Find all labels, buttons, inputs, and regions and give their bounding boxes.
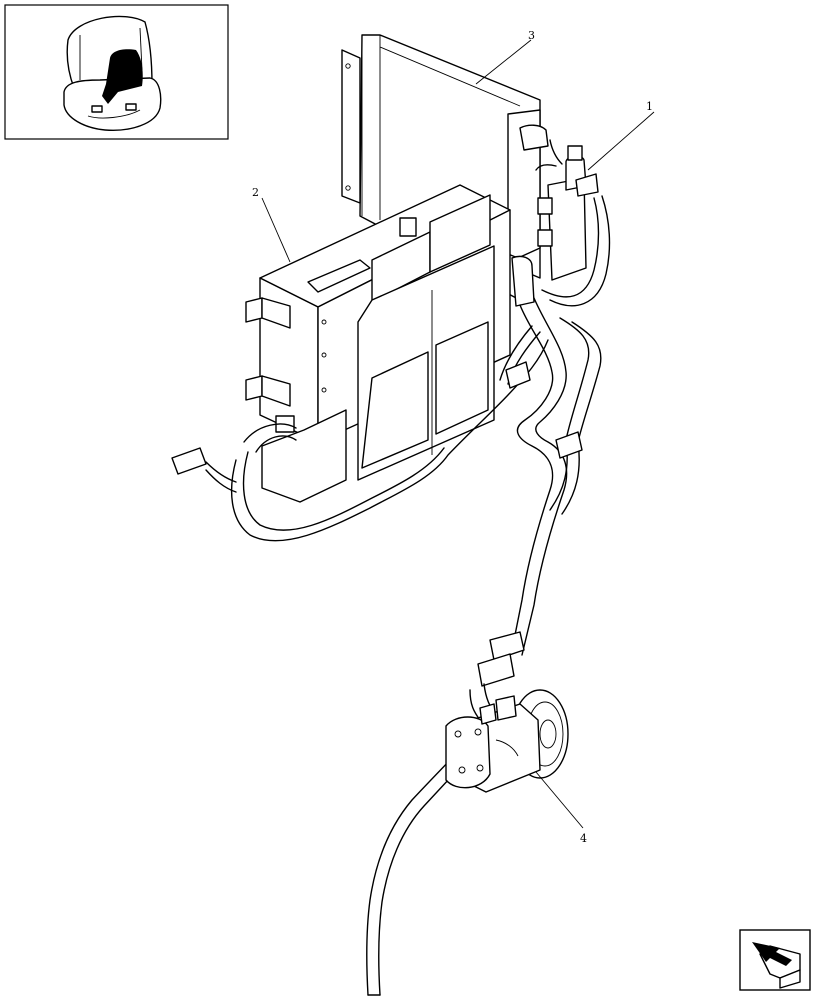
receiver-drier-assembly[interactable]	[519, 124, 599, 281]
callout-labels: 1 2 3 4	[252, 29, 653, 845]
machine-location-thumbnail-icon	[63, 15, 162, 131]
ac-compressor[interactable]	[445, 689, 569, 793]
callout-leaders	[261, 39, 655, 829]
callout-3-label: 3	[528, 29, 535, 42]
locator-thumbnail[interactable]	[4, 4, 229, 140]
callout-2-label: 2	[252, 186, 259, 199]
callout-4-label: 4	[580, 832, 587, 845]
callout-1-label: 1	[646, 100, 653, 113]
evaporator-heater-unit[interactable]	[245, 184, 535, 503]
next-page-button[interactable]	[739, 929, 811, 991]
next-page-arrow-icon	[752, 942, 801, 989]
ac-hose-lines	[171, 139, 611, 996]
